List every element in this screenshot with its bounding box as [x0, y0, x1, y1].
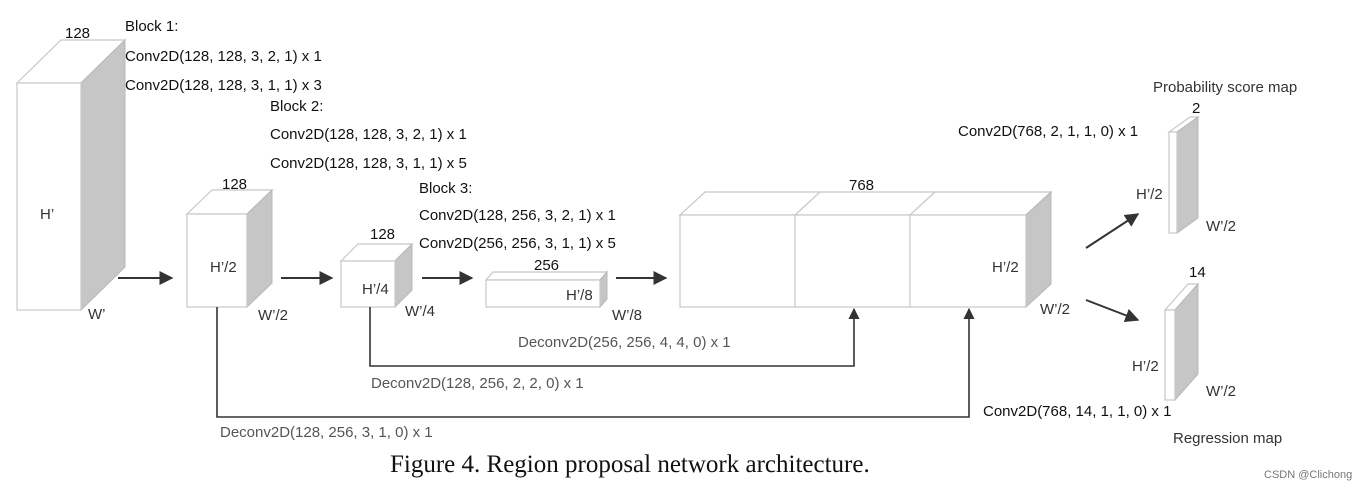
reg-channels: 14: [1189, 264, 1206, 281]
prob-title: Probability score map: [1153, 79, 1297, 96]
input-height-label: H’: [40, 206, 54, 223]
reg-title: Regression map: [1173, 430, 1282, 447]
input-channels-label: 128: [65, 25, 90, 42]
figure-caption: Figure 4. Region proposal network archit…: [390, 451, 870, 478]
prob-height: H’/2: [1136, 186, 1163, 203]
block2-out-channels: 128: [370, 226, 395, 243]
head-arrow-prob: [1085, 213, 1140, 249]
prob-map-block: [1167, 116, 1200, 234]
block2-output-block: [339, 242, 414, 309]
reg-height: H’/2: [1132, 358, 1159, 375]
block1-conv-a: Conv2D(128, 128, 3, 2, 1) x 1: [125, 48, 322, 65]
block3-title: Block 3:: [419, 180, 472, 197]
block3-out-height: H’/8: [566, 287, 593, 304]
block1-output-block: [185, 188, 274, 309]
block1-out-height: H’/2: [210, 259, 237, 276]
block2-conv-a: Conv2D(128, 128, 3, 2, 1) x 1: [270, 126, 467, 143]
block2-out-height: H’/4: [362, 281, 389, 298]
block2-out-width: W’/4: [405, 303, 435, 320]
concat-height: H’/2: [992, 259, 1019, 276]
block1-out-width: W’/2: [258, 307, 288, 324]
block1-conv-b: Conv2D(128, 128, 3, 1, 1) x 3: [125, 77, 322, 94]
deconv1-connection: [369, 307, 860, 367]
concat-block: [678, 190, 1053, 309]
deconv2-label: Deconv2D(128, 256, 2, 2, 0) x 1: [371, 375, 584, 392]
block3-out-channels: 256: [534, 257, 559, 274]
block2-conv-b: Conv2D(128, 128, 3, 1, 1) x 5: [270, 155, 467, 172]
prob-conv: Conv2D(768, 2, 1, 1, 0) x 1: [958, 123, 1138, 140]
concat-width: W’/2: [1040, 301, 1070, 318]
reg-conv: Conv2D(768, 14, 1, 1, 0) x 1: [983, 403, 1171, 420]
block3-output-block: [484, 270, 609, 309]
deconv1-label: Deconv2D(256, 256, 4, 4, 0) x 1: [518, 334, 731, 351]
block1-out-channels: 128: [222, 176, 247, 193]
block3-conv-a: Conv2D(128, 256, 3, 2, 1) x 1: [419, 207, 616, 224]
concat-channels: 768: [849, 177, 874, 194]
head-arrow-reg: [1085, 299, 1140, 323]
reg-width: W’/2: [1206, 383, 1236, 400]
block3-conv-b: Conv2D(256, 256, 3, 1, 1) x 5: [419, 235, 616, 252]
reg-map-block: [1163, 282, 1200, 402]
deconv3-label: Deconv2D(128, 256, 3, 1, 0) x 1: [220, 424, 433, 441]
prob-width: W’/2: [1206, 218, 1236, 235]
deconv2-connection: [216, 307, 975, 418]
input-feature-block: [15, 38, 127, 312]
block1-title: Block 1:: [125, 18, 178, 35]
input-width-label: W’: [88, 306, 106, 323]
prob-channels: 2: [1192, 100, 1200, 117]
block2-title: Block 2:: [270, 98, 323, 115]
block3-out-width: W’/8: [612, 307, 642, 324]
watermark: CSDN @Clichong: [1264, 469, 1352, 481]
